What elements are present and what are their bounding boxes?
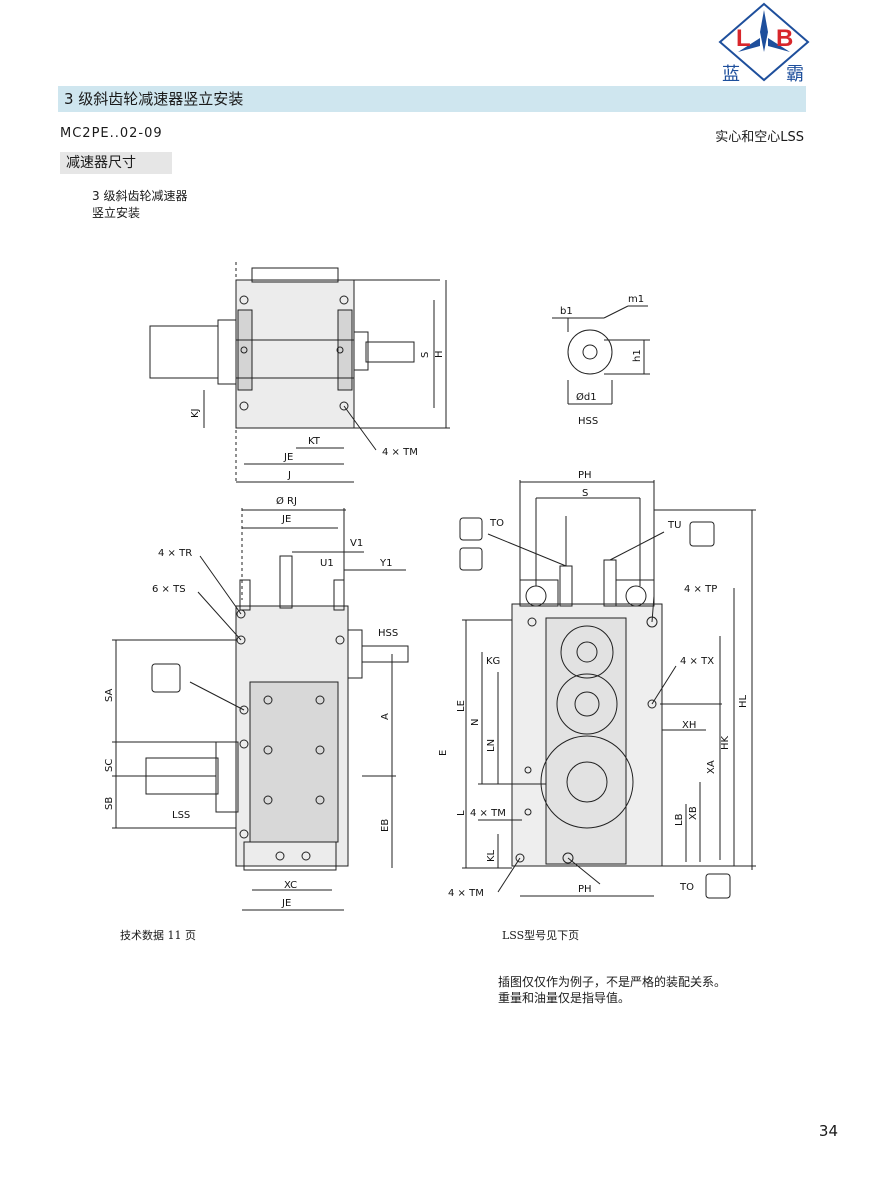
dim-ph-bottom: PH [578,884,592,895]
section-description: 3 级斜齿轮减速器 竖立安装 [92,188,187,222]
dim-to-bottom: TO [679,882,694,893]
lift-icon [151,663,181,693]
dim-hk: HK [720,735,731,750]
hss-section-label: HSS [578,416,598,427]
dim-n: N [470,719,481,726]
model-code: MC2PE..02-09 [60,126,163,141]
tech-data-reference: 技术数据 11 页 [120,929,196,942]
dim-y1: Y1 [379,558,392,569]
dim-4tm-front: 4 × TM [470,808,506,819]
logo-letter-l: L [736,25,751,52]
dim-u1: U1 [320,558,334,569]
dim-xb: XB [688,806,699,820]
dim-4tm-top: 4 × TM [382,447,418,458]
dim-v1: V1 [350,538,363,549]
front-view [462,480,756,897]
dim-xc: XC [284,880,297,891]
dim-tu: TU [667,520,681,531]
dim-sc: SC [104,759,115,772]
dim-ph-top: PH [578,470,592,481]
lss-side-label: LSS [172,810,190,821]
desc-line-2: 竖立安装 [92,206,141,220]
section-heading: 减速器尺寸 [60,152,172,174]
dim-e: E [438,750,449,756]
dim-a: A [380,713,391,720]
dim-rj: Ø RJ [276,495,297,507]
dim-j-top: J [287,470,291,481]
callout-icons [151,517,731,899]
dim-s-top: S [420,352,431,358]
dim-d1: Ød1 [576,391,597,403]
dim-kt: KT [308,436,321,447]
hss-side-label: HSS [378,628,398,639]
dim-4tr: 4 × TR [158,548,192,559]
dim-4tx: 4 × TX [680,656,714,667]
oil-fill-icon [459,517,483,541]
dim-ln: LN [486,739,497,752]
dim-xa: XA [706,760,717,774]
oil-drop-icon [459,547,483,571]
dim-je-top: JE [283,452,293,463]
dim-eb: EB [380,819,391,832]
dim-h1: h1 [632,349,643,362]
lss-reference: LSS型号见下页 [502,929,580,942]
logo-letter-b: B [776,25,793,52]
dim-6ts: 6 × TS [152,584,186,595]
dim-to-top: TO [489,518,504,529]
dim-kj: KJ [190,408,201,418]
dim-m1: m1 [628,294,644,305]
dim-l: L [456,810,467,816]
shaft-section-view [552,305,650,405]
dim-xh: XH [682,720,696,731]
page-title: 3 级斜齿轮减速器竖立安装 [58,86,806,112]
desc-line-1: 3 级斜齿轮减速器 [92,189,188,203]
logo-name-left: 蓝 [722,64,740,84]
dim-h-top: H [434,350,445,358]
dim-lb: LB [674,813,685,826]
dim-kg: KG [486,656,500,667]
dim-je-side-bottom: JE [281,898,291,909]
dim-4tm-bottom: 4 × TM [448,888,484,899]
drain-icon [705,873,731,899]
shaft-type-note: 实心和空心LSS [715,130,804,145]
brand-logo: L B 蓝 霸 [718,2,810,84]
side-view [112,508,409,911]
dim-hl: HL [738,694,749,708]
vent-icon [689,521,715,547]
disclaimer-line-1: 插图仅仅作为例子，不是严格的装配关系。 [498,975,727,989]
disclaimer-line-2: 重量和油量仅是指导值。 [498,991,631,1005]
dim-s-front: S [582,488,588,499]
top-view [149,262,450,484]
dim-kl: KL [486,849,497,862]
logo-name-right: 霸 [786,64,804,84]
dim-sb: SB [104,797,115,810]
dim-sa: SA [104,688,115,702]
dim-je-side-top: JE [281,514,291,525]
dim-le: LE [456,700,467,712]
page-number: 34 [818,1122,838,1140]
dim-b1: b1 [560,306,573,317]
disclaimer: 插图仅仅作为例子，不是严格的装配关系。 重量和油量仅是指导值。 [498,974,726,1006]
dim-4tp: 4 × TP [684,584,717,595]
